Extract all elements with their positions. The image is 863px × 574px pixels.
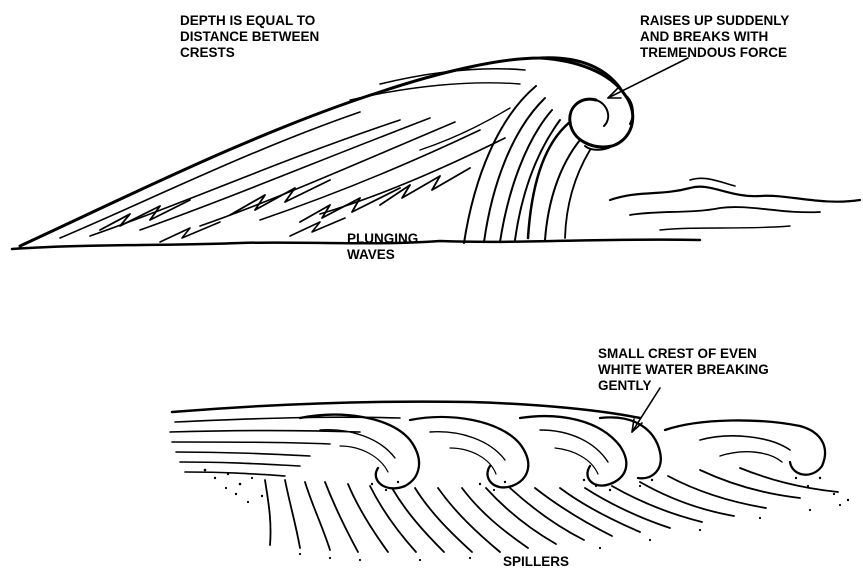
label-line: AND BREAKS WITH — [640, 29, 789, 45]
label-line: GENTLY — [598, 378, 769, 394]
label-line: SMALL CREST OF EVEN — [598, 346, 769, 362]
label-line: WHITE WATER BREAKING — [598, 362, 769, 378]
label-spillers: SPILLERS — [503, 554, 569, 570]
plunging-wave-drawing — [12, 58, 860, 249]
label-line: CRESTS — [180, 45, 319, 61]
label-raises-up-suddenly: RAISES UP SUDDENLY AND BREAKS WITH TREME… — [640, 13, 789, 61]
label-plunging-waves: PLUNGING WAVES — [347, 231, 418, 263]
label-line: PLUNGING — [347, 231, 418, 247]
spilling-wave-drawing — [170, 388, 838, 552]
label-line: SPILLERS — [503, 554, 569, 570]
label-line: TREMENDOUS FORCE — [640, 45, 789, 61]
label-small-crest: SMALL CREST OF EVEN WHITE WATER BREAKING… — [598, 346, 769, 394]
label-line: WAVES — [347, 247, 418, 263]
label-depth-equal-distance: DEPTH IS EQUAL TO DISTANCE BETWEEN CREST… — [180, 13, 319, 61]
label-line: DISTANCE BETWEEN — [180, 29, 319, 45]
label-line: RAISES UP SUDDENLY — [640, 13, 789, 29]
label-line: DEPTH IS EQUAL TO — [180, 13, 319, 29]
